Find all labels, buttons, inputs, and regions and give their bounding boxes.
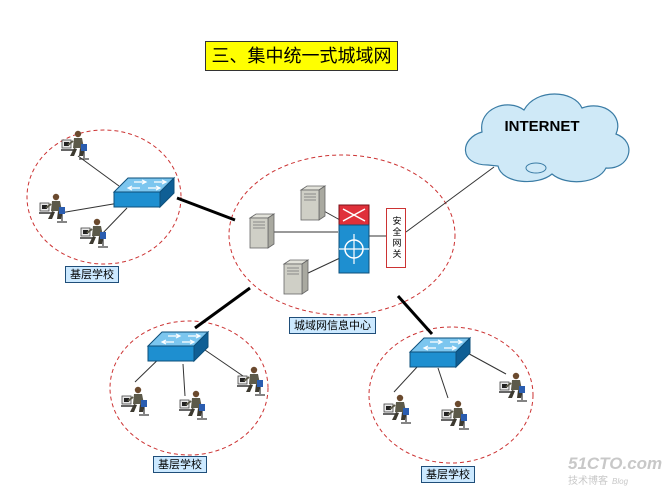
switch-icon [147,331,209,362]
school-label: 基层学校 [153,456,207,473]
server-icon [300,185,326,221]
core-switch-icon [338,224,370,274]
school-cluster-bottom-left [109,320,269,456]
backbone-link-bottom-left [194,286,251,330]
server-icon [283,259,309,295]
gateway-label: 安全网关 [390,216,401,260]
watermark-sub: 技术博客 Blog [568,472,663,487]
internet-cloud [464,93,630,183]
watermark-sub-text: 技术博客 [568,476,608,487]
server-icon [249,213,275,249]
watermark-main: 51CTO.com [568,454,663,473]
workstation-icon [60,129,90,160]
workstation-icon [440,399,470,430]
school-label: 基层学校 [421,466,475,483]
center-cluster [228,154,456,316]
diagram-title: 三、集中统一式城域网 [205,41,398,71]
switch-icon [409,337,471,368]
school-cluster-bottom-right [368,326,534,464]
workstation-icon [38,192,68,223]
watermark-blog: Blog [612,477,629,486]
workstation-icon [498,371,528,402]
internet-link [405,166,495,233]
watermark: 51CTO.com 技术博客 Blog [568,454,663,487]
switch-icon [113,177,175,208]
workstation-icon [79,217,109,248]
backbone-link-bottom-right [396,294,434,336]
workstation-icon [120,385,150,416]
internet-label: INTERNET [504,118,580,135]
workstation-icon [178,389,208,420]
school-cluster-top-left [26,129,182,265]
security-gateway: 安全网关 [386,208,406,268]
workstation-icon [382,393,412,424]
workstation-icon [236,365,266,396]
center-label: 城域网信息中心 [289,317,376,334]
backbone-link-top-left [176,196,236,222]
core-router-icon [338,204,370,226]
school-label: 基层学校 [65,266,119,283]
